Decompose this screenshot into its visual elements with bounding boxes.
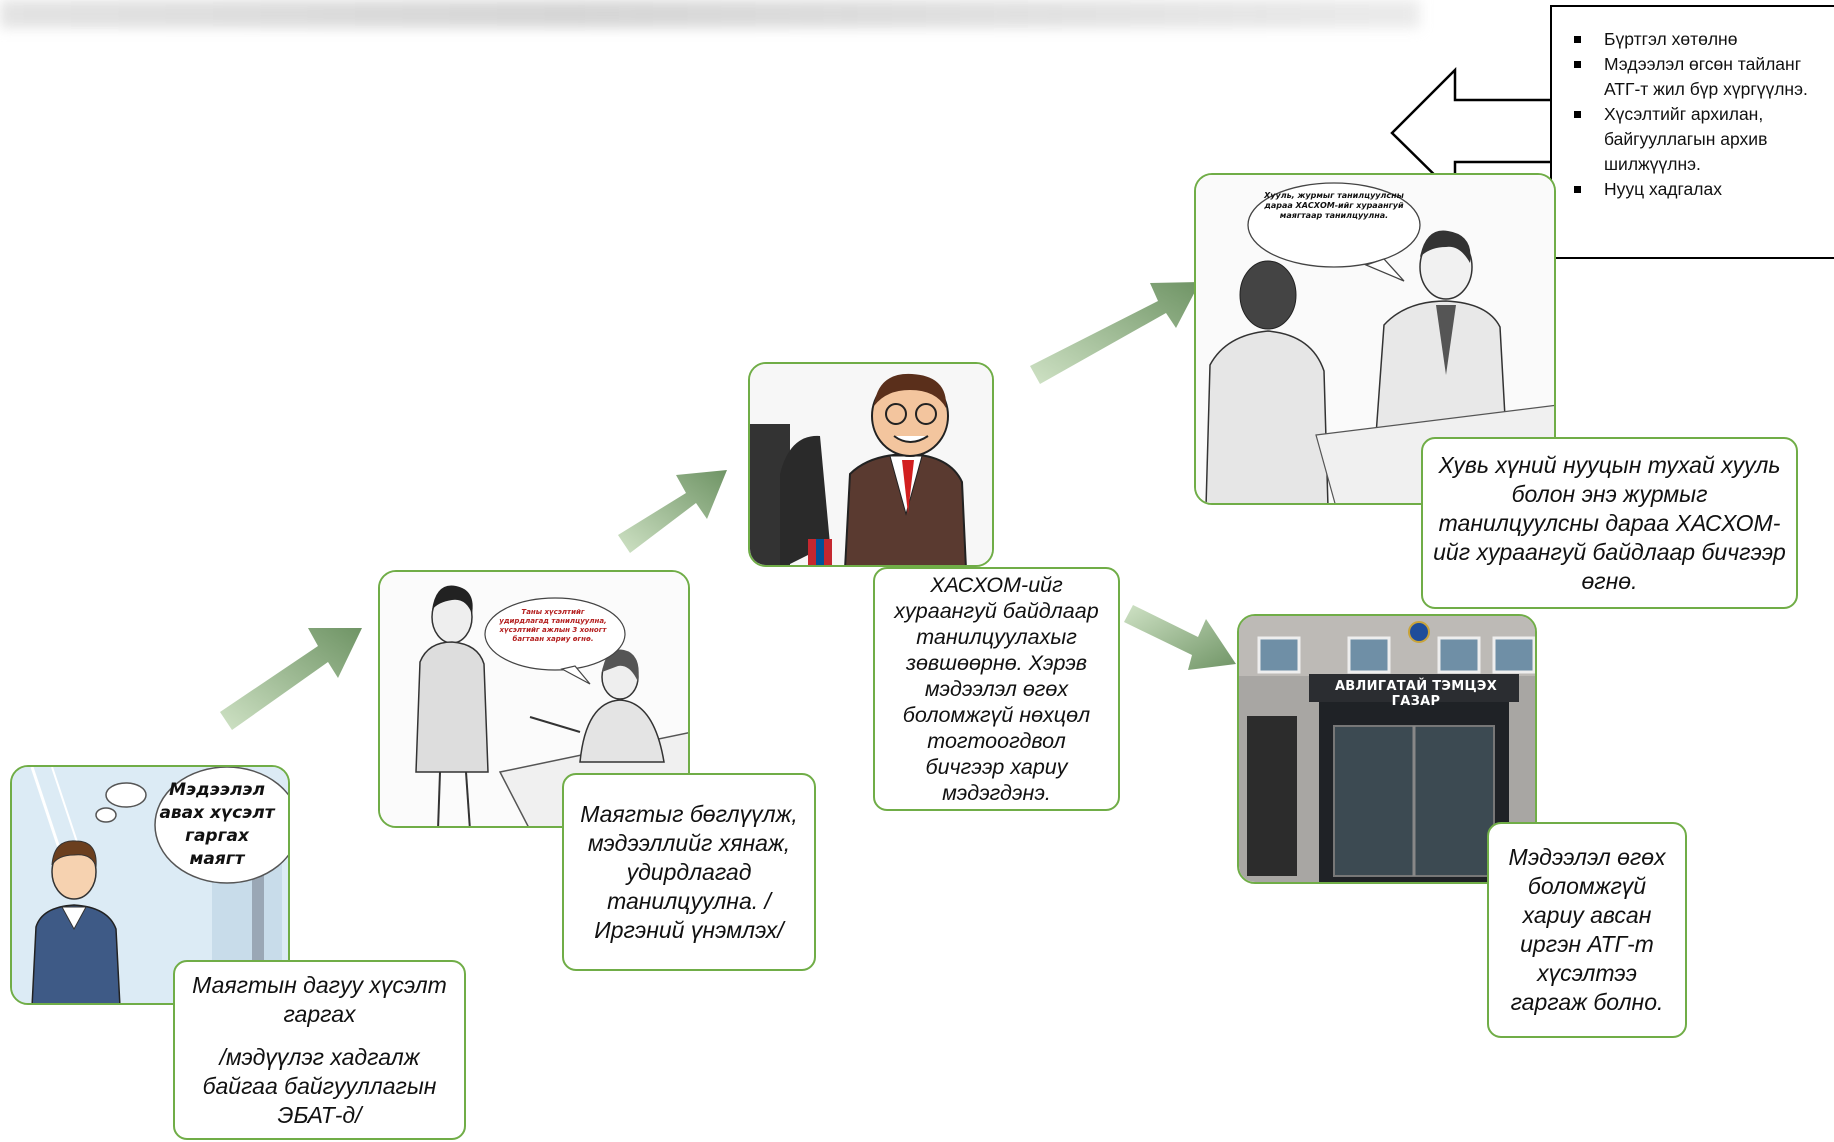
notes-item: Хүсэлтийг архилан, байгууллагын архив ши…: [1574, 102, 1828, 177]
step2-caption: Маягтыг бөглүүлж, мэдээллийг хянаж, удир…: [562, 773, 816, 971]
arrow-4: [1124, 605, 1236, 670]
blurred-header: [0, 0, 1420, 28]
notes-box: Бүртгэл хөтөлнө Мэдээлэл өгсөн тайланг А…: [1550, 5, 1834, 259]
step1-bubble-text: Мэдээлэл авах хүсэлт гаргах маягт: [159, 780, 275, 869]
step4-bubble-text: Хууль, журмыг танилцуулсны дараа ХАСХОМ-…: [1264, 191, 1404, 220]
step5-caption: Мэдээлэл өгөх боломжгүй хариу авсан иргэ…: [1487, 822, 1687, 1038]
thought-bubble: [95, 767, 288, 884]
step3-illustration: [748, 362, 994, 567]
step3-caption: ХАСХОМ-ийг хураангуй байдлаар танилцуула…: [873, 567, 1120, 811]
step1-caption: Маягтын дагуу хүсэлт гаргах /мэдүүлэг ха…: [173, 960, 466, 1140]
arrow-1: [220, 628, 362, 730]
notes-item: Мэдээлэл өгсөн тайланг АТГ-т жил бүр хүр…: [1574, 52, 1828, 102]
speech-bubble: [484, 597, 626, 685]
step3-caption-text: ХАСХОМ-ийг хураангуй байдлаар танилцуула…: [894, 573, 1099, 805]
step2-bubble-text: Таны хүсэлтийг удирдлагад танилцуулна, х…: [499, 608, 607, 643]
building-sign: АВЛИГАТАЙ ТЭМЦЭХ ГАЗАР: [1334, 679, 1498, 709]
step1-caption-main: Маягтын дагуу хүсэлт гаргах: [192, 971, 447, 1027]
speech-bubble: [1247, 182, 1421, 282]
arrow-2: [618, 470, 727, 553]
step4-illustration: Хууль, журмыг танилцуулсны дараа ХАСХОМ-…: [1194, 173, 1556, 505]
step2-caption-text: Маягтыг бөглүүлж, мэдээллийг хянаж, удир…: [580, 800, 798, 943]
official-cartoon-illustration: [750, 364, 992, 565]
notes-item: Нууц хадгалах: [1574, 177, 1828, 202]
notes-item: Бүртгэл хөтөлнө: [1574, 27, 1828, 52]
arrow-3: [1030, 282, 1200, 384]
step1-caption-note: /мэдүүлэг хадгалж байгаа байгууллагын ЭБ…: [202, 1043, 437, 1128]
step4-caption-text: Хувь хүний нууцын тухай хууль болон энэ …: [1433, 451, 1786, 594]
notes-list: Бүртгэл хөтөлнө Мэдээлэл өгсөн тайланг А…: [1572, 27, 1828, 202]
building-illustration: [1239, 616, 1535, 882]
step5-caption-text: Мэдээлэл өгөх боломжгүй хариу авсан иргэ…: [1508, 844, 1666, 1015]
step4-caption: Хувь хүний нууцын тухай хууль болон энэ …: [1421, 437, 1798, 609]
